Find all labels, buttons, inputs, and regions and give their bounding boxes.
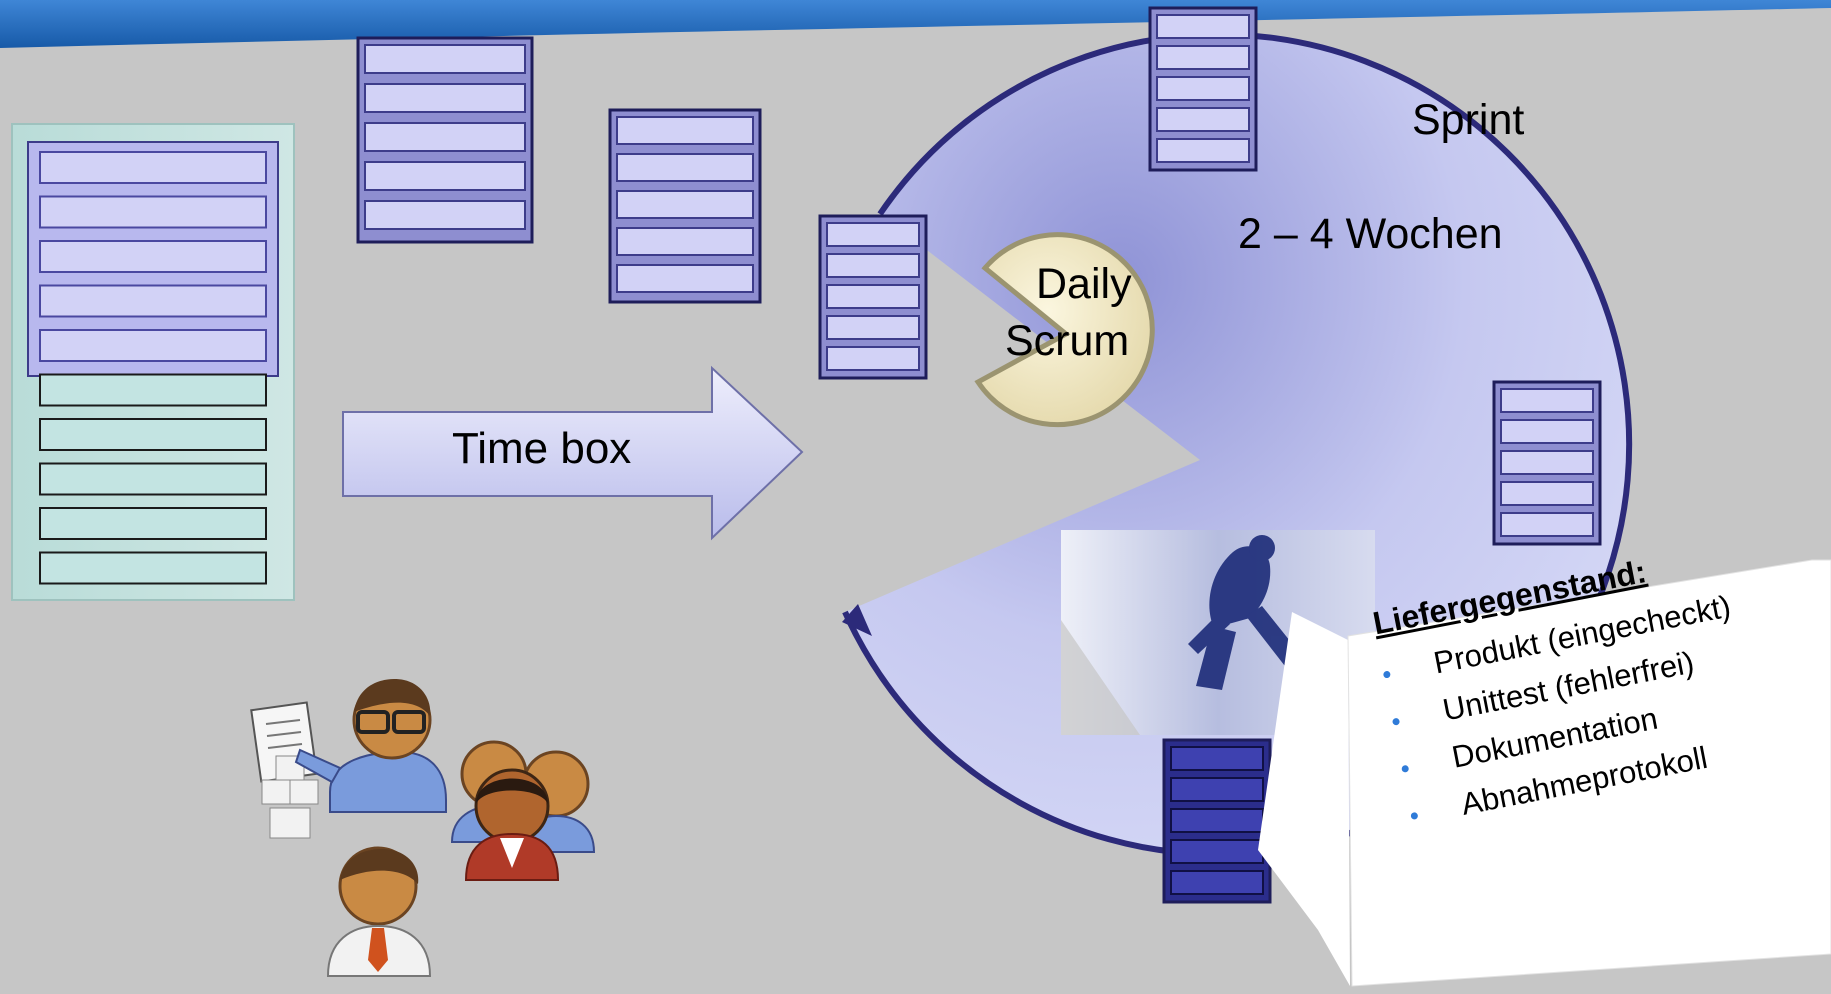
stack-task [1500,419,1594,444]
scrum-master-icon [326,846,432,977]
sprint-label: Sprint [1412,96,1525,144]
stack-task [616,264,754,293]
time-box-label: Time box [452,424,632,473]
stack-task [826,222,920,247]
stack-task [364,200,526,230]
stack-task [1170,777,1264,802]
stack-task [616,153,754,182]
stack-task [1156,45,1250,70]
stack-task [364,122,526,152]
stack-task [1170,839,1264,864]
daily-scrum-shape [974,232,1155,428]
stack-task [826,284,920,309]
stack-task [364,44,526,74]
stack-task [1170,808,1264,833]
header-band [0,0,1831,48]
daily-scrum-label-line1: Daily [1036,260,1132,308]
stack-task [826,315,920,340]
stack-task [1156,107,1250,132]
stack-task [364,161,526,191]
stack-task [1500,388,1594,413]
runner-cutout [1061,620,1140,735]
stack-task [1500,450,1594,475]
stack-task [1156,76,1250,101]
sprint-backlog-stack-done [1162,738,1272,904]
stack-task [826,253,920,278]
stack-task [1500,481,1594,506]
backlog-item-planned [39,151,267,184]
duration-label: 2 – 4 Wochen [1238,210,1503,258]
stack-task [1170,746,1264,771]
stack-task [364,83,526,113]
sprint-backlog-stack-1 [356,36,534,244]
sprint-backlog-stack-4 [1148,6,1258,172]
stack-task [1156,14,1250,39]
backlog-item-planned [39,240,267,273]
product-owner-icon [250,679,447,839]
backlog-item-remaining [39,462,267,496]
stack-task [616,227,754,256]
backlog-item-planned [39,329,267,362]
stack-task [826,346,920,371]
backlog-item-remaining [39,373,267,407]
backlog-item-planned [39,284,267,318]
sprint-backlog-stack-5 [1492,380,1602,546]
backlog-item-remaining [39,551,267,585]
sprint-backlog-stack-3 [818,214,928,380]
daily-scrum-label-line2: Scrum [1005,317,1130,365]
stack-task [616,190,754,219]
stack-task [1156,138,1250,163]
scrum-team-icon [450,740,596,881]
stack-task [616,116,754,145]
cycle-arrow-head-icon [842,604,872,636]
stack-task [1500,512,1594,537]
time-box-arrow [342,365,804,541]
backlog-item-remaining [39,507,267,540]
stack-task [1170,870,1264,895]
backlog-item-planned [39,195,267,229]
backlog-item-remaining [39,418,267,451]
sprint-backlog-stack-2 [608,108,762,304]
product-backlog [11,123,295,601]
